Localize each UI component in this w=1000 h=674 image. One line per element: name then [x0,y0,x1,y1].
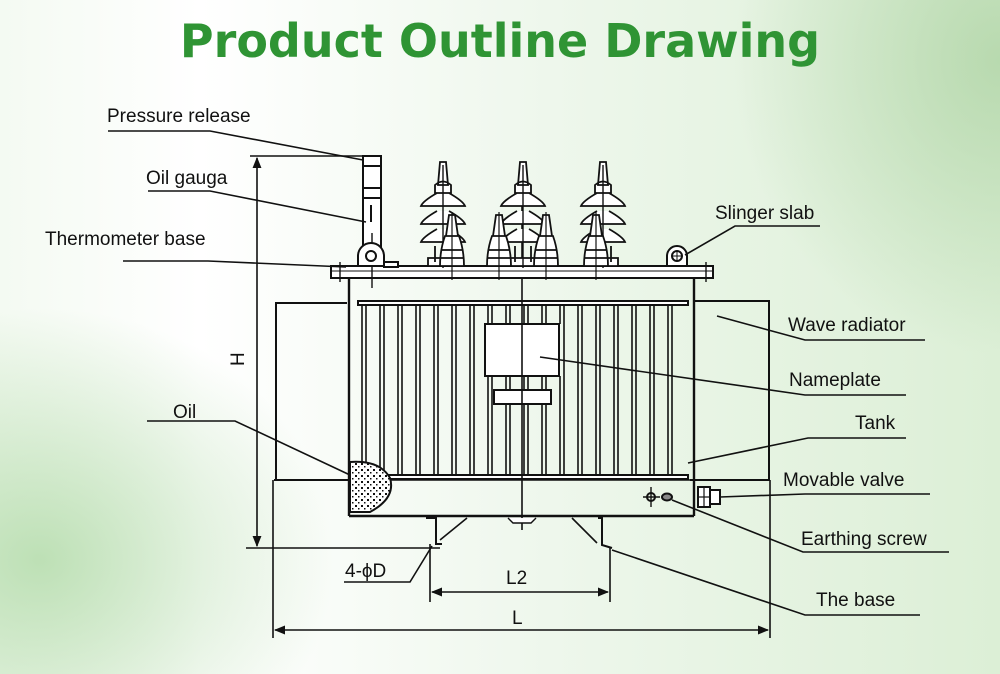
oil-cutaway [349,460,392,513]
lv-bushing [486,212,512,280]
dimension-h-label: H [228,352,249,366]
lv-bushing [583,212,609,280]
label-movable-valve: Movable valve [783,470,904,491]
dimension-l2-label: L2 [506,568,527,589]
label-nameplate: Nameplate [789,370,881,391]
page-title: Product Outline Drawing [179,14,821,68]
pressure-release-column [357,155,399,288]
dimension-l-label: L [512,608,523,629]
slinger-slab-lug [666,245,688,267]
radiator-fins [361,305,673,475]
label-wave-radiator: Wave radiator [788,315,906,336]
dimension-holes-label: 4-ϕD [345,561,386,582]
earthing-screw [643,487,673,507]
label-thermometer-base: Thermometer base [45,229,206,250]
lv-bushing [439,212,465,280]
bushings [419,161,627,280]
hv-bushing [499,161,547,268]
label-slinger-slab: Slinger slab [715,203,814,224]
movable-valve [697,486,721,508]
wave-radiator-right [690,300,771,638]
label-tank: Tank [855,413,896,434]
label-oil-gauge: Oil gauga [146,168,228,189]
lv-bushing [533,212,559,280]
label-pressure-release: Pressure release [107,106,251,127]
label-oil: Oil [173,402,196,423]
label-earthing-screw: Earthing screw [801,529,927,550]
l2-dimension [429,544,611,602]
leader-lines [108,130,949,616]
base-channels [426,517,613,549]
label-the-base: The base [816,590,895,611]
wave-radiator-left [272,302,350,638]
